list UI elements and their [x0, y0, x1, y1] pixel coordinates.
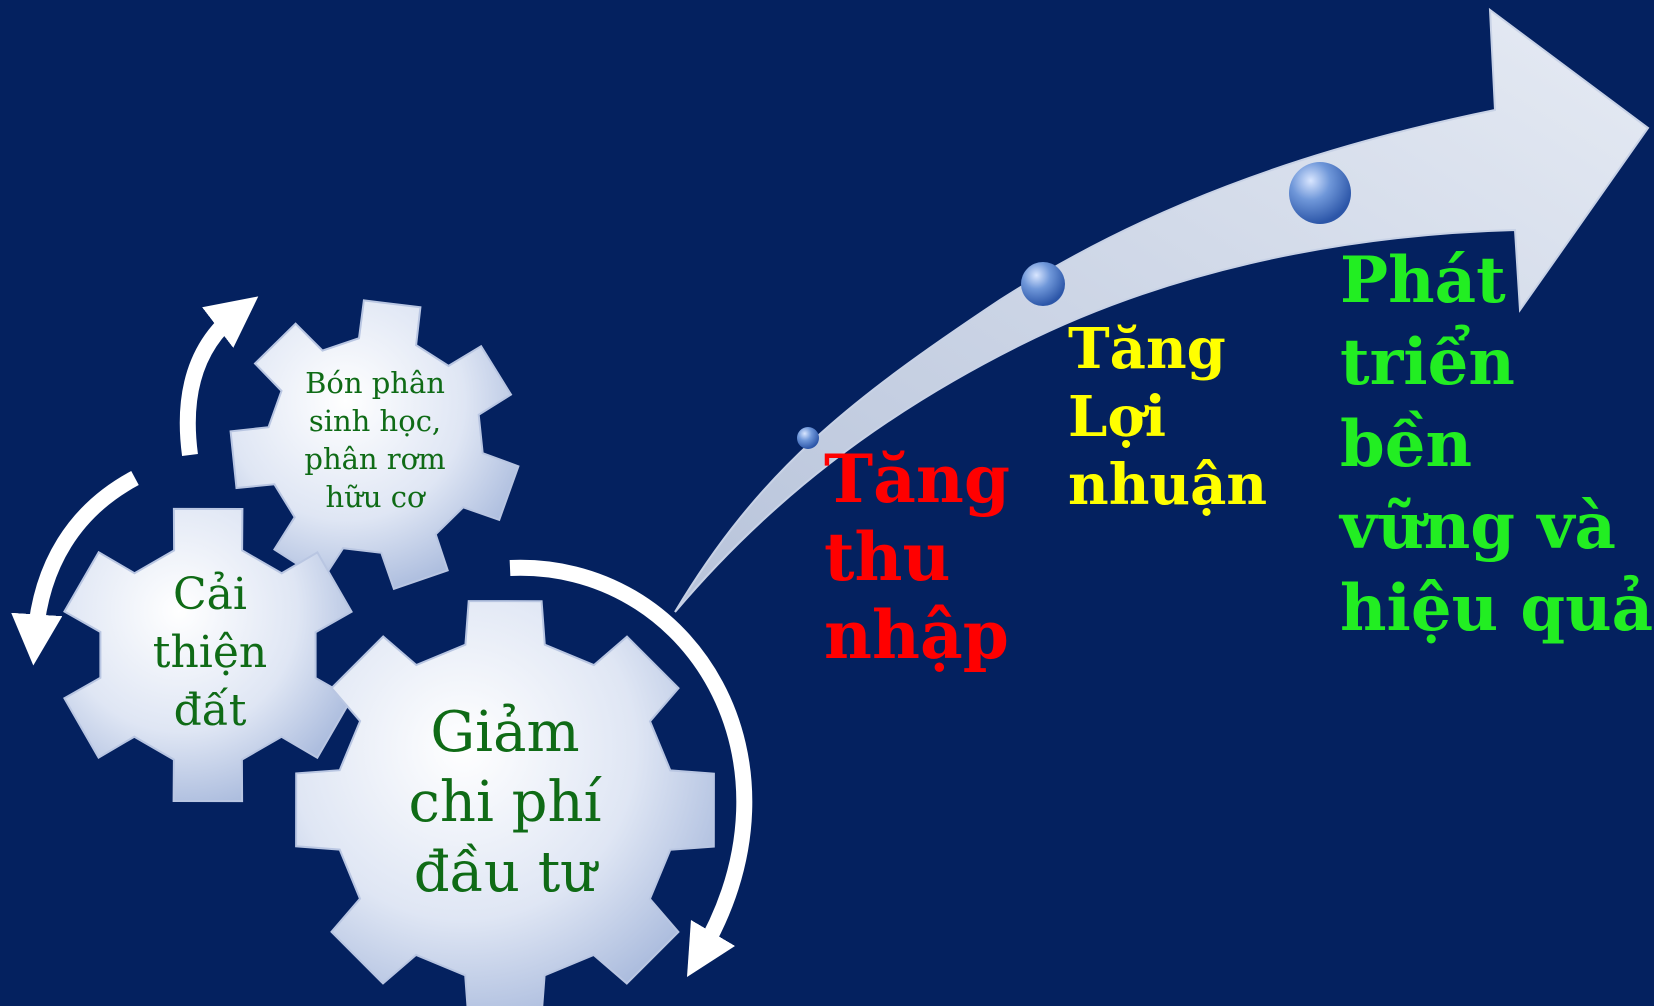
milestone-dot-2	[1021, 262, 1065, 306]
milestone-dot-1	[797, 427, 819, 449]
stage-label-increase-profit: Tăng Lợi nhuận	[1068, 316, 1268, 518]
cycle-arrow-left	[11, 470, 139, 666]
stage-label-increase-income: Tăng thu nhập	[824, 440, 1011, 674]
gear-label-soil-improvement: Cải thiện đất	[152, 569, 268, 736]
milestone-dot-3	[1289, 162, 1351, 224]
growth-arrow	[674, 7, 1650, 613]
gear-soil-improvement	[63, 507, 353, 803]
gear-organic-fertilizer	[229, 299, 520, 591]
gear-label-reduce-cost: Giảm chi phí đầu tư	[408, 700, 602, 905]
cycle-arrow-top	[179, 296, 259, 457]
stage-label-sustainable-development: Phát triển bền vững và hiệu quả	[1340, 243, 1654, 646]
gear-reduce-cost	[295, 600, 715, 1006]
cycle-arrow-right	[509, 559, 753, 978]
gear-label-organic-fertilizer: Bón phân sinh học, phân rơm hữu cơ	[304, 366, 446, 514]
